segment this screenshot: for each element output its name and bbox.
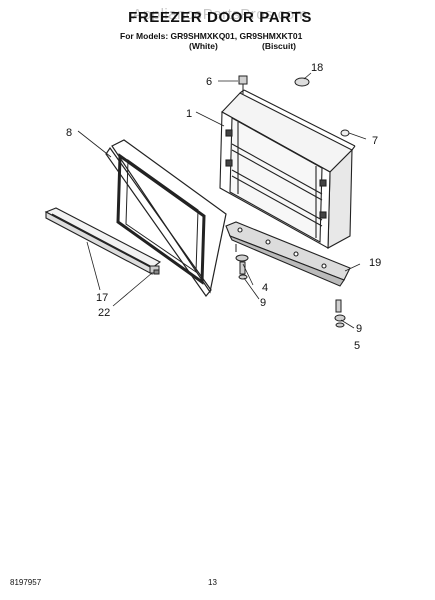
door-gasket-part xyxy=(105,139,227,297)
page-number: 13 xyxy=(208,578,217,587)
callout-22: 22 xyxy=(98,307,110,319)
callout-6: 6 xyxy=(206,76,212,88)
page-title: FREEZER DOOR PARTS xyxy=(128,9,312,26)
callout-9-left: 9 xyxy=(260,297,266,309)
door-shelf-part xyxy=(44,207,162,275)
door-liner-part xyxy=(219,89,356,249)
callout-4: 4 xyxy=(262,282,268,294)
callout-7: 7 xyxy=(372,135,378,147)
door-handle-part xyxy=(225,221,351,287)
leader-lines xyxy=(77,72,367,329)
callout-1: 1 xyxy=(186,108,192,120)
callout-8: 8 xyxy=(66,127,72,139)
shelf-clip-part xyxy=(149,265,160,275)
callout-17: 17 xyxy=(96,292,108,304)
callout-9-right: 9 xyxy=(356,323,362,335)
handle-screw-right-part xyxy=(334,299,346,328)
handle-screw-left-part xyxy=(235,244,249,280)
variant-white: (White) xyxy=(189,41,218,51)
document-number: 8197957 xyxy=(10,578,42,587)
models-line: For Models: GR9SHMXKQ01, GR9SHMXKT01 xyxy=(120,31,303,41)
watermark: AppliancePartsPros.com xyxy=(132,6,308,23)
variant-biscuit: (Biscuit) xyxy=(262,41,296,51)
top-screw-part xyxy=(238,75,248,94)
plug-part xyxy=(294,77,310,87)
side-plug-part xyxy=(340,129,350,137)
callout-5: 5 xyxy=(354,340,360,352)
callout-18: 18 xyxy=(311,62,323,74)
callout-19: 19 xyxy=(369,257,381,269)
